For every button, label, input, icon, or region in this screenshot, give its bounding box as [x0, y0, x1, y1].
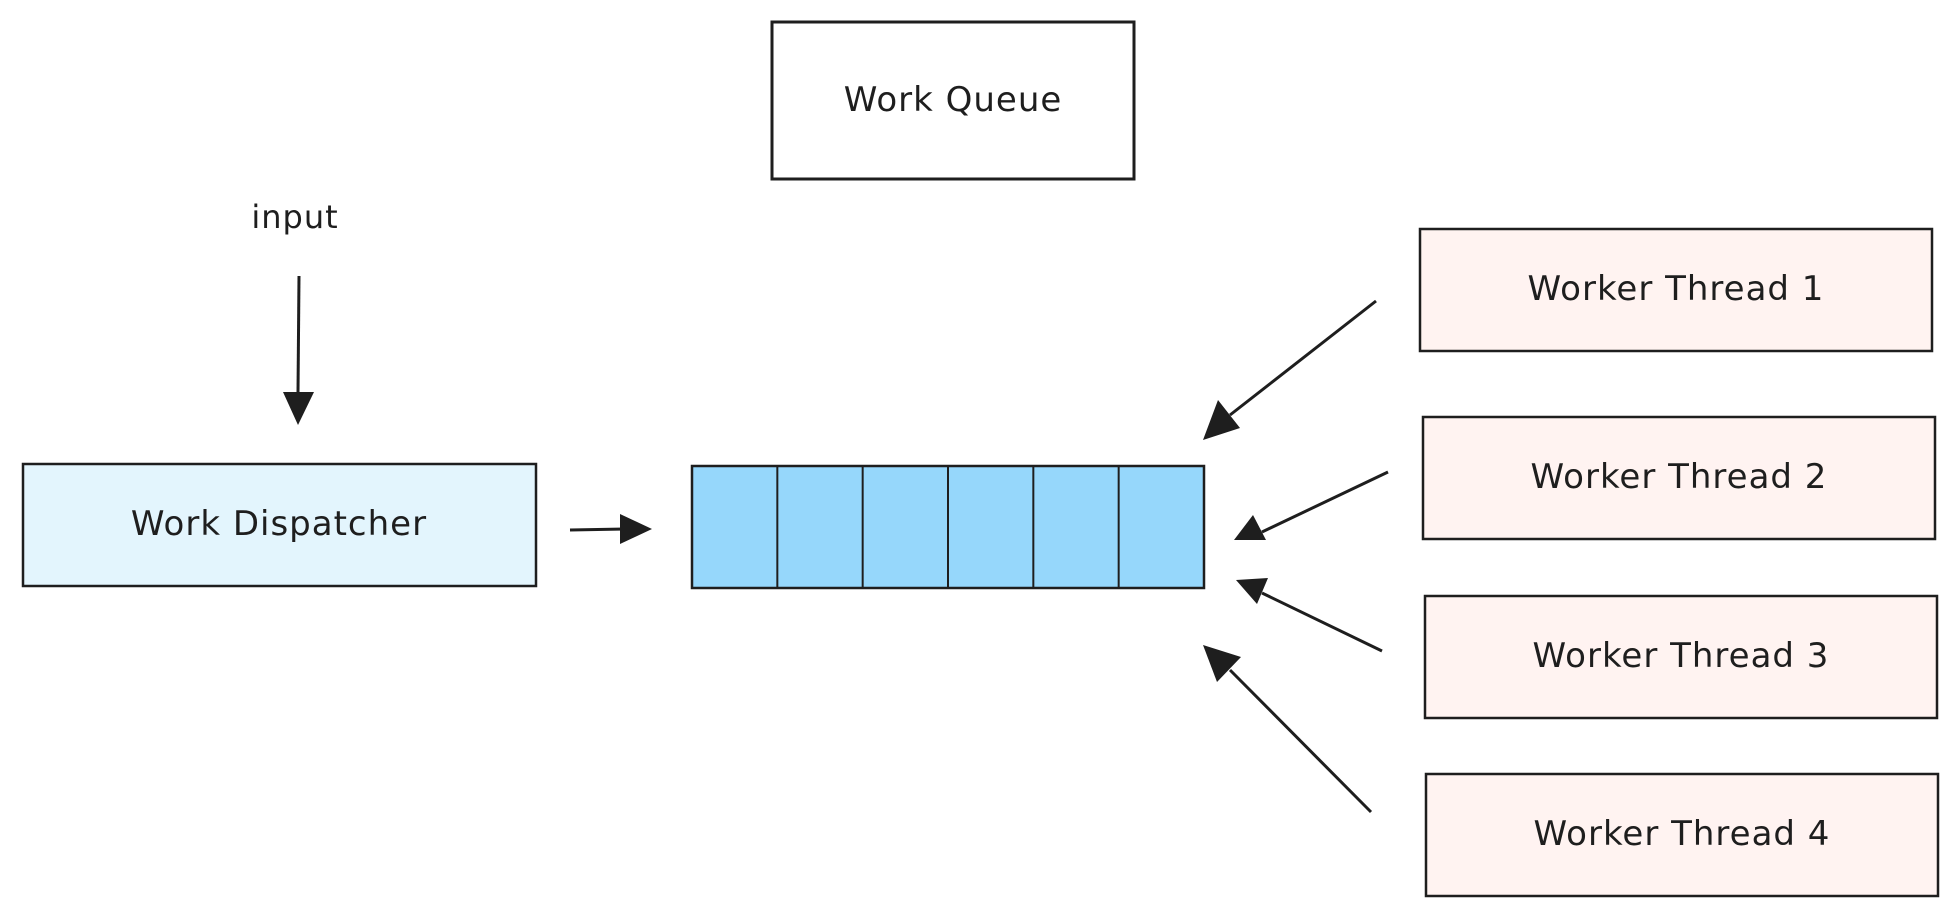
- worker-2-arrow: [1261, 470, 1389, 534]
- dispatcher-to-queue-arrowhead: [620, 514, 652, 544]
- worker-thread-3-label: Worker Thread 3: [1533, 636, 1830, 676]
- worker-thread-3-box: Worker Thread 3: [1423, 594, 1939, 720]
- worker-4-arrowhead: [1203, 645, 1241, 682]
- worker-3-arrow: [1261, 591, 1383, 653]
- queue-slot-dividers: [776, 466, 1120, 588]
- work-queue-title-box: Work Queue: [770, 20, 1136, 181]
- worker-thread-1-label: Worker Thread 1: [1528, 269, 1825, 309]
- worker-thread-1-box: Worker Thread 1: [1418, 227, 1934, 353]
- dispatcher-to-queue-arrow: [569, 527, 626, 532]
- queue-buffer: [690, 464, 1206, 590]
- worker-thread-2-box: Worker Thread 2: [1421, 415, 1937, 541]
- input-arrowhead: [283, 392, 314, 425]
- work-dispatcher-box: Work Dispatcher: [21, 462, 538, 588]
- worker-2-arrowhead: [1234, 515, 1266, 540]
- worker-1-arrowhead: [1203, 400, 1240, 440]
- worker-3-arrowhead: [1236, 578, 1268, 604]
- worker-1-arrow: [1229, 299, 1377, 417]
- worker-4-arrow: [1228, 668, 1373, 814]
- input-arrow: [296, 275, 301, 393]
- input-label: input: [251, 198, 338, 236]
- work-queue-title-label: Work Queue: [844, 80, 1063, 120]
- work-dispatcher-label: Work Dispatcher: [131, 504, 427, 544]
- worker-thread-4-label: Worker Thread 4: [1534, 814, 1831, 854]
- worker-thread-4-box: Worker Thread 4: [1424, 772, 1940, 898]
- worker-thread-2-label: Worker Thread 2: [1531, 457, 1828, 497]
